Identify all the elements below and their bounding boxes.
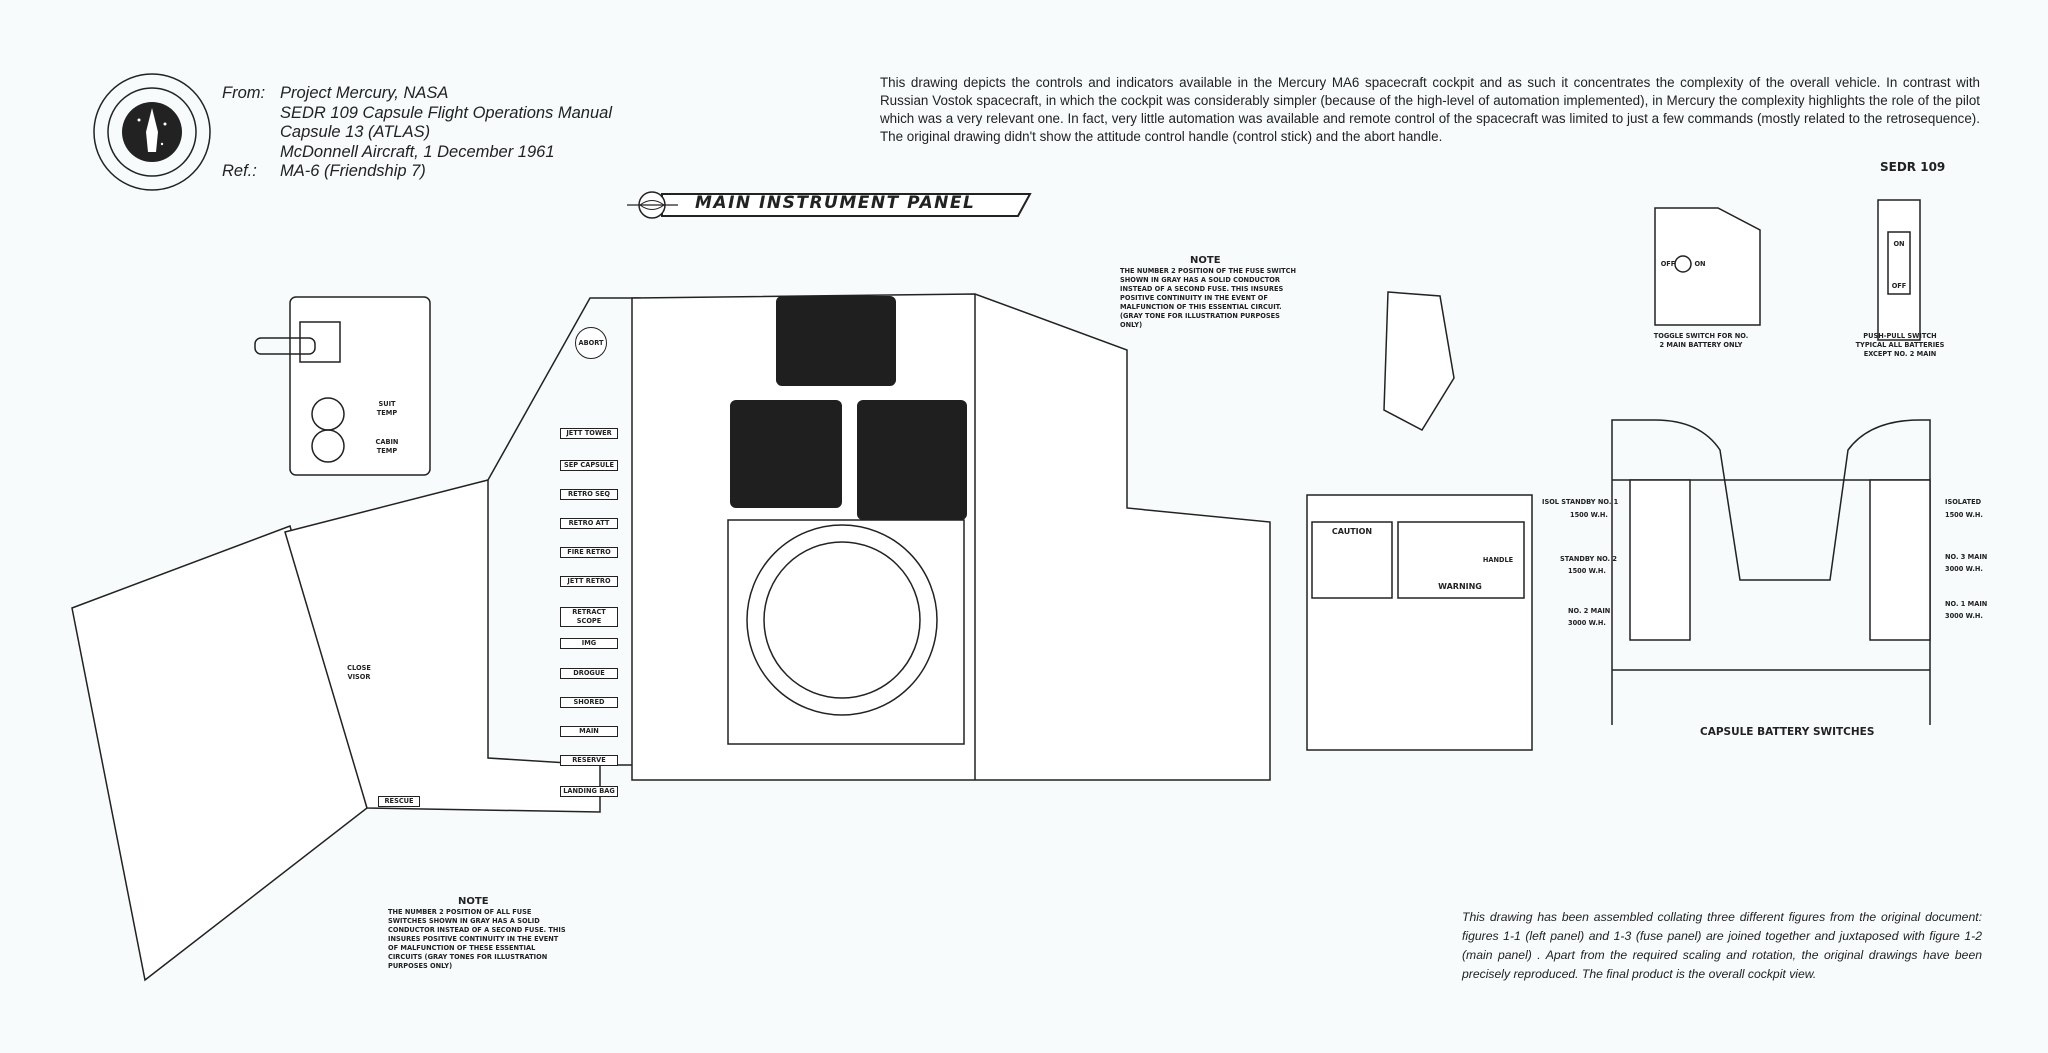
from-line-4: McDonnell Aircraft, 1 December 1961 [280, 142, 555, 161]
landing-bag-button[interactable]: LANDING BAG [560, 786, 618, 797]
close-visor-label: CLOSE VISOR [347, 664, 371, 681]
description-paragraph: This drawing depicts the controls and in… [880, 75, 1980, 144]
note-top-title: NOTE [1190, 255, 1221, 266]
toggle-off-label: OFF [1660, 260, 1676, 268]
main-instrument-panel-banner [627, 191, 1032, 219]
from-line-1: Project Mercury, NASA [280, 84, 449, 102]
bat-left-2: STANDBY NO. 2 [1560, 555, 1617, 563]
ref-value: MA-6 (Friendship 7) [280, 162, 426, 180]
from-label: From: [222, 84, 266, 102]
bat-right-2-wh: 3000 W.H. [1945, 565, 1983, 573]
reserve-chute-button[interactable]: RESERVE [560, 755, 618, 766]
bat-right-3: NO. 1 MAIN [1945, 600, 1988, 608]
caution-label: CAUTION [1331, 527, 1373, 536]
attitude-indicator-panel [776, 296, 896, 386]
bat-right-3-wh: 3000 W.H. [1945, 612, 1983, 620]
bat-left-2-wh: 1500 W.H. [1568, 567, 1606, 575]
toggle-switch-caption: TOGGLE SWITCH FOR NO. 2 MAIN BATTERY ONL… [1653, 332, 1749, 349]
assembly-caption: This drawing has been assembled collatin… [1462, 910, 1982, 981]
source-header: From: Project Mercury, NASA SEDR 109 Caps… [222, 84, 612, 182]
cabin-temp-label: CABIN TEMP [375, 438, 399, 455]
drogue-button[interactable]: DROGUE [560, 668, 618, 679]
rescue-label: RESCUE [378, 796, 420, 807]
fire-retro-button[interactable]: FIRE RETRO [560, 547, 618, 558]
note-top-text: The number 2 position of the fuse switch… [1120, 267, 1297, 329]
handle-label: HANDLE [1482, 556, 1514, 564]
bat-right-1: ISOLATED [1945, 498, 1982, 506]
bat-right-2: NO. 3 MAIN [1945, 553, 1988, 561]
sedr-label: SEDR 109 [1880, 160, 1946, 174]
warning-label: WARNING [1438, 582, 1482, 591]
push-on-label: ON [1893, 240, 1905, 248]
from-line-3: Capsule 13 (ATLAS) [280, 123, 431, 141]
img-button[interactable]: IMG [560, 638, 618, 649]
jett-retro-button[interactable]: JETT RETRO [560, 576, 618, 587]
capsule-battery-switches-title: CAPSULE BATTERY SWITCHES [1700, 726, 1875, 738]
retro-att-button[interactable]: RETRO ATT [560, 518, 618, 529]
note-bottom-text: The number 2 position of all fuse switch… [388, 908, 566, 970]
bat-right-1-wh: 1500 W.H. [1945, 511, 1983, 519]
suit-temp-label: SUIT TEMP [376, 400, 398, 417]
toggle-on-label: ON [1694, 260, 1706, 268]
map-globe-panel [730, 400, 842, 508]
sep-capsule-button[interactable]: SEP CAPSULE [560, 460, 618, 471]
from-line-2: SEDR 109 Capsule Flight Operations Manua… [280, 103, 613, 122]
abort-button[interactable]: ABORT [575, 327, 607, 359]
push-pull-switch-caption: PUSH-PULL SWITCH TYPICAL ALL BATTERIES E… [1855, 332, 1945, 358]
retro-seq-button[interactable]: RETRO SEQ [560, 489, 618, 500]
bat-left-1: ISOL STANDBY NO. 1 [1542, 498, 1619, 506]
bat-left-1-wh: 1500 W.H. [1570, 511, 1608, 519]
jett-tower-button[interactable]: JETT TOWER [560, 428, 618, 439]
push-off-label: OFF [1891, 282, 1907, 290]
note-bottom-title: NOTE [458, 896, 489, 907]
clock-retro-panel [857, 400, 967, 520]
bat-left-3-wh: 3000 W.H. [1568, 619, 1606, 627]
ref-label: Ref.: [222, 162, 257, 180]
bis-seal-logo [93, 73, 211, 191]
retract-scope-button[interactable]: RETRACT SCOPE [560, 607, 618, 627]
main-chute-button[interactable]: MAIN [560, 726, 618, 737]
shored-button[interactable]: SHORED [560, 697, 618, 708]
bat-left-3: NO. 2 MAIN [1568, 607, 1611, 615]
banner-title: MAIN INSTRUMENT PANEL [695, 193, 976, 213]
